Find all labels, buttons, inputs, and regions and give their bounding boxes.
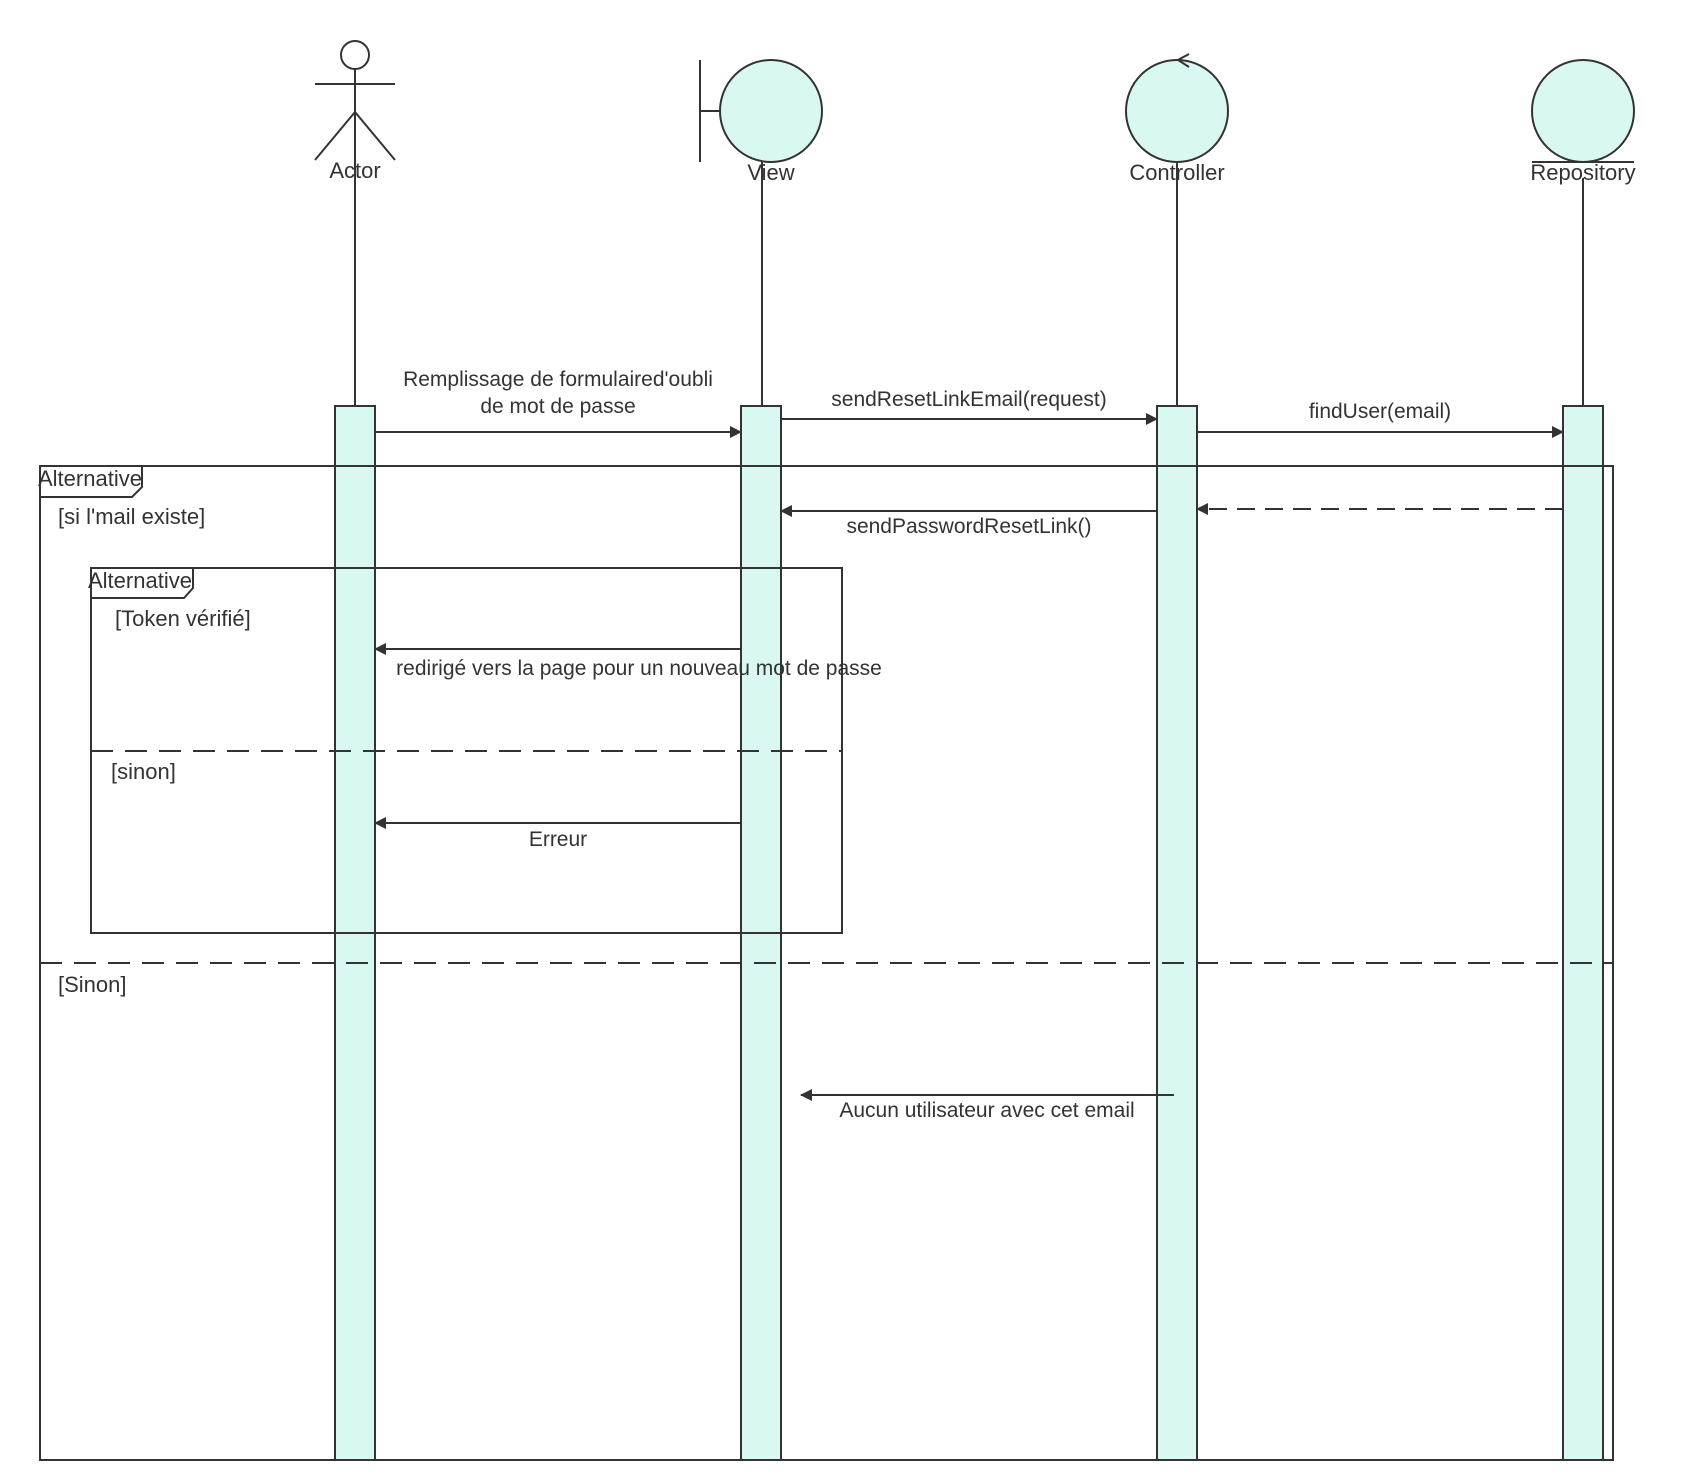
message-m2: sendResetLinkEmail(request) bbox=[781, 388, 1158, 425]
entity-icon bbox=[1531, 59, 1635, 163]
message-m5: redirigé vers la page pour un nouveau mo… bbox=[374, 643, 882, 680]
message-label: Remplissage de formulaired'oubli bbox=[403, 368, 713, 391]
message-label: sendResetLinkEmail(request) bbox=[831, 388, 1106, 411]
outer-guard-2: [Sinon] bbox=[58, 972, 127, 997]
inner-alt-frame: Alternative [Token vérifié] [sinon] bbox=[88, 567, 843, 934]
activation-repository bbox=[1562, 405, 1604, 1461]
outer-frame-label: Alternative bbox=[38, 466, 142, 491]
message-label: redirigé vers la page pour un nouveau mo… bbox=[396, 657, 882, 680]
message-m4: sendPasswordResetLink() bbox=[780, 505, 1157, 538]
inner-guard-2: [sinon] bbox=[111, 759, 176, 784]
control-icon bbox=[1125, 53, 1229, 163]
message-label: Aucun utilisateur avec cet email bbox=[839, 1099, 1134, 1122]
boundary-icon bbox=[699, 59, 823, 163]
message-label: sendPasswordResetLink() bbox=[846, 515, 1091, 538]
outer-guard-1: [si l'mail existe] bbox=[58, 504, 205, 529]
outer-frame-tab bbox=[40, 466, 143, 498]
message-m3: findUser(email) bbox=[1197, 400, 1564, 438]
message-m7: Aucun utilisateur avec cet email bbox=[800, 1089, 1174, 1122]
outer-alt-frame: Alternative [si l'mail existe] [Sinon] bbox=[38, 465, 1614, 1461]
activation-controller bbox=[1156, 405, 1198, 1461]
view-label: View bbox=[747, 160, 794, 185]
inner-frame-tab bbox=[91, 568, 194, 599]
message-label: de mot de passe bbox=[480, 395, 635, 418]
message-m6: Erreur bbox=[374, 817, 741, 851]
message-m1: Remplissage de formulaired'oubli de mot … bbox=[375, 368, 742, 438]
lifelines bbox=[354, 112, 1584, 406]
message-label: Erreur bbox=[529, 828, 587, 851]
participant-view: View bbox=[699, 59, 823, 185]
message-label: findUser(email) bbox=[1309, 400, 1451, 423]
inner-guard-1: [Token vérifié] bbox=[115, 606, 251, 631]
inner-frame-label: Alternative bbox=[88, 568, 192, 593]
participant-repository: Repository bbox=[1530, 59, 1636, 185]
stick-figure-icon bbox=[314, 40, 396, 161]
